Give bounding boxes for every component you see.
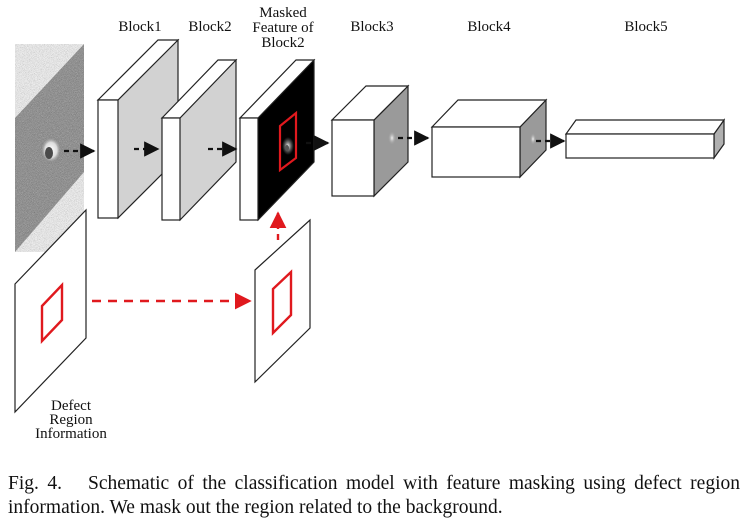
label-defect-line1: Defect (51, 398, 92, 414)
label-masked-line2: Feature of (252, 20, 313, 36)
defect-region-red-box (40, 282, 64, 344)
block2-shape (160, 58, 238, 222)
label-block2: Block2 (188, 19, 231, 35)
block4-shape (430, 98, 548, 179)
label-block3: Block3 (350, 19, 393, 35)
label-defect-line3: Information (35, 426, 107, 442)
label-masked-line3: Block2 (261, 35, 304, 51)
defect-region-panel (14, 208, 87, 414)
block3-shape (330, 84, 410, 198)
input-image (15, 44, 84, 252)
mask-panel-red-box (271, 269, 293, 336)
model-diagram: Block1 Block2 Masked Feature of Block2 B… (14, 5, 726, 442)
label-block4: Block4 (467, 19, 511, 35)
label-block1: Block1 (118, 19, 161, 35)
figure-number: Fig. 4. (8, 473, 62, 494)
label-defect-line2: Region (49, 412, 93, 428)
label-block5: Block5 (624, 19, 667, 35)
block1-shape (96, 38, 180, 220)
label-masked-line1: Masked (259, 5, 307, 21)
masked-red-box (278, 110, 298, 173)
figure-caption: Fig. 4.Schematic of the classification m… (8, 472, 740, 520)
masked-feature-shape (238, 58, 316, 222)
block5-shape (564, 118, 726, 160)
mask-panel (254, 218, 311, 384)
caption-text: Schematic of the classification model wi… (8, 473, 740, 518)
